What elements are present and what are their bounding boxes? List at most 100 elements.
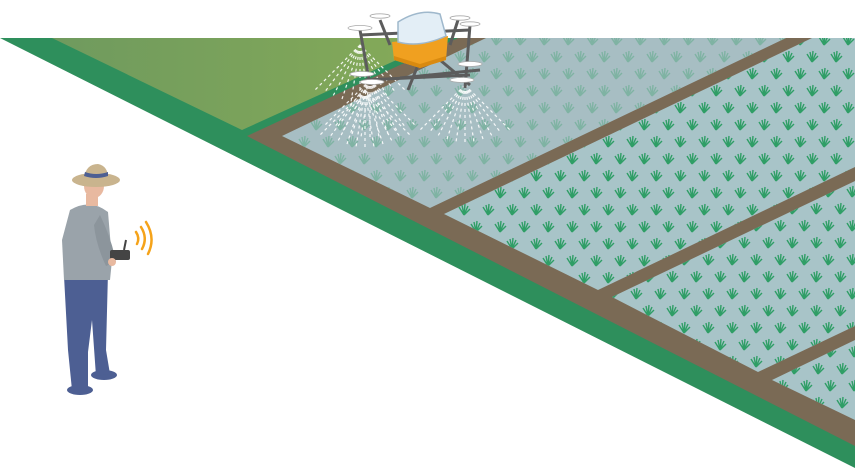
rice-plant	[674, 135, 687, 148]
rice-plant	[670, 50, 683, 63]
rice-plant	[806, 50, 819, 63]
rice-plant	[490, 135, 503, 148]
rice-plant	[738, 270, 751, 283]
remote-controller	[110, 250, 130, 260]
rice-plant	[566, 254, 579, 267]
rice-plant	[730, 38, 743, 46]
rice-plant	[566, 186, 579, 199]
rice-plant	[622, 50, 635, 63]
rice-plant	[786, 304, 799, 317]
rice-plant	[626, 169, 639, 182]
rice-plant	[646, 50, 659, 63]
rice-plant	[710, 152, 723, 165]
rice-plant	[586, 101, 599, 114]
rice-plant	[710, 186, 723, 199]
rice-plant	[514, 135, 527, 148]
rice-plant	[806, 118, 819, 131]
rice-plant	[750, 321, 763, 334]
rice-plant	[506, 203, 519, 216]
rice-plant	[746, 135, 759, 148]
rice-plant	[746, 203, 759, 216]
rice-plant	[574, 84, 587, 97]
rice-plant	[394, 135, 407, 148]
rice-plant	[638, 186, 651, 199]
spray-line	[369, 79, 380, 138]
rice-plant	[714, 304, 727, 317]
rice-plant	[482, 203, 495, 216]
spray-line	[337, 89, 366, 142]
rice-plant	[690, 304, 703, 317]
rice-plant	[478, 84, 491, 97]
rice-plant	[706, 38, 719, 46]
rice-plant	[642, 304, 655, 317]
rice-plant	[770, 135, 783, 148]
rice-plant	[626, 203, 639, 216]
spray-line	[464, 84, 502, 134]
rice-plant	[530, 203, 543, 216]
rice-plant	[734, 186, 747, 199]
rice-plant	[442, 169, 455, 182]
rice-plant	[502, 84, 515, 97]
rice-plant	[478, 50, 491, 63]
rice-plant	[466, 135, 479, 148]
rice-plant	[818, 38, 831, 46]
rice-plant	[578, 203, 591, 216]
spray-line	[350, 44, 361, 103]
rice-plant	[562, 101, 575, 114]
rice-plant	[750, 355, 763, 368]
rice-plant	[442, 101, 455, 114]
rice-plant	[710, 84, 723, 97]
rice-plant	[822, 287, 835, 300]
spray-line	[323, 44, 361, 94]
rice-plant	[842, 135, 855, 148]
rice-plant	[758, 84, 771, 97]
hat-band	[84, 172, 108, 178]
rice-plant	[358, 118, 371, 131]
rice-plant	[598, 50, 611, 63]
rice-plant	[830, 118, 843, 131]
spray-line	[364, 89, 411, 136]
rice-plant	[654, 287, 667, 300]
rice-plant	[562, 135, 575, 148]
rice-plant	[418, 101, 431, 114]
rice-plant	[578, 271, 591, 284]
rotor-icon	[347, 13, 483, 85]
rice-plant	[638, 220, 651, 233]
rice-plant	[514, 38, 527, 46]
spray-line	[359, 44, 370, 103]
rice-plant	[526, 152, 539, 165]
rice-plant	[818, 67, 831, 80]
rice-plant	[322, 135, 335, 148]
spray-line	[364, 89, 402, 139]
rice-plant	[682, 67, 695, 80]
rice-plant	[574, 50, 587, 63]
rice-plant	[822, 321, 835, 334]
rice-plant	[526, 118, 539, 131]
rice-plant	[678, 321, 691, 334]
rice-plant	[710, 118, 723, 131]
rice-plant	[598, 84, 611, 97]
rice-plant	[550, 50, 563, 63]
rice-plant	[810, 202, 823, 215]
spray-line	[364, 89, 375, 148]
spray-line	[332, 44, 361, 97]
rice-plant	[782, 118, 795, 131]
rice-plant	[754, 38, 767, 46]
rice-plant	[774, 321, 787, 334]
rice-plant	[554, 237, 567, 250]
rice-plant	[834, 236, 847, 249]
rice-plant	[406, 186, 419, 199]
drone-canopy	[397, 11, 447, 45]
rice-plant	[638, 152, 651, 165]
rice-plant	[762, 236, 775, 249]
rice-plant	[530, 169, 543, 182]
spray-line	[314, 44, 361, 91]
rice-plant	[750, 287, 763, 300]
rice-plant	[842, 101, 855, 114]
rice-plant	[590, 220, 603, 233]
rice-plant	[562, 38, 575, 46]
rice-plant	[454, 152, 467, 165]
rice-plant	[490, 38, 503, 46]
rice-plant	[702, 287, 715, 300]
rice-plant	[502, 118, 515, 131]
